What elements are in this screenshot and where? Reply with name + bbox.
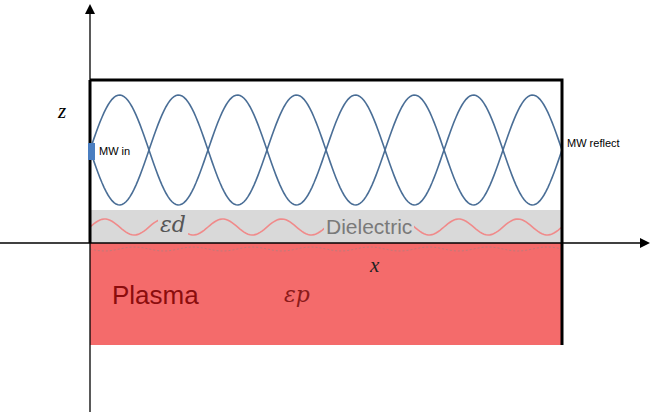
axis-label: z bbox=[58, 100, 66, 123]
plasma-region: Plasma εp bbox=[90, 243, 562, 345]
dielectric-label: Dielectric bbox=[324, 215, 414, 238]
x-axis bbox=[0, 242, 648, 243]
plasma-fill bbox=[90, 243, 562, 345]
axis-label: x bbox=[368, 254, 381, 277]
cavity-wall bbox=[90, 80, 562, 345]
port-label: MW reflect bbox=[567, 137, 620, 149]
dielectric-fill bbox=[90, 210, 562, 243]
wave-line bbox=[90, 247, 562, 251]
dielectric-band: εd Dielectric bbox=[90, 210, 562, 243]
z-axis bbox=[89, 6, 90, 412]
permittivity-symbol: εp bbox=[282, 283, 312, 307]
wave-line bbox=[90, 95, 562, 205]
wave-line bbox=[90, 95, 562, 205]
port-label: MW in bbox=[97, 145, 132, 157]
permittivity-symbol: εd bbox=[158, 213, 188, 237]
plasma-label: Plasma bbox=[110, 281, 201, 310]
standing-waves bbox=[90, 95, 562, 251]
mw-port bbox=[88, 143, 95, 160]
